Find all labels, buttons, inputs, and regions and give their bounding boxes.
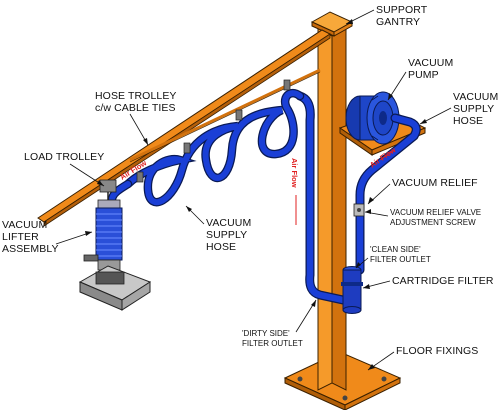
label-vacuum-relief-valve: VACUUM RELIEF VALVE ADJUSTMENT SCREW [364, 208, 481, 227]
svg-text:PUMP: PUMP [408, 69, 439, 81]
svg-text:HOSE: HOSE [453, 115, 483, 127]
svg-text:CARTRIDGE FILTER: CARTRIDGE FILTER [392, 275, 494, 287]
svg-text:Air Flow: Air Flow [290, 158, 299, 188]
svg-text:SUPPORT: SUPPORT [376, 4, 428, 16]
label-vacuum-lifter-assembly: VACUUM LIFTER ASSEMBLY [2, 219, 93, 255]
label-floor-fixings: FLOOR FIXINGS [367, 345, 478, 371]
label-vacuum-supply-hose-center: VACUUM SUPPLY HOSE [185, 205, 251, 253]
svg-text:'DIRTY SIDE': 'DIRTY SIDE' [242, 329, 290, 338]
svg-text:HOSE: HOSE [206, 241, 236, 253]
svg-text:'CLEAN SIDE': 'CLEAN SIDE' [370, 245, 421, 254]
svg-text:c/w CABLE TIES: c/w CABLE TIES [95, 102, 176, 114]
svg-text:SUPPLY: SUPPLY [453, 103, 494, 115]
label-vacuum-relief: VACUUM RELIEF [367, 177, 478, 205]
svg-text:VACUUM: VACUUM [206, 217, 251, 229]
label-vacuum-supply-hose-right: VACUUM SUPPLY HOSE [419, 91, 498, 127]
svg-text:FILTER OUTLET: FILTER OUTLET [370, 255, 431, 264]
vacuum-pump [345, 91, 400, 145]
svg-text:LOAD TROLLEY: LOAD TROLLEY [24, 151, 104, 163]
boom-arm [37, 29, 332, 227]
label-support-gantry: SUPPORT GANTRY [345, 4, 428, 28]
svg-text:GANTRY: GANTRY [376, 16, 420, 28]
air-flow-vertical: Air Flow [290, 158, 299, 188]
hose-trolleys [136, 79, 291, 183]
svg-text:LIFTER: LIFTER [2, 231, 39, 243]
label-clean-side: 'CLEAN SIDE' FILTER OUTLET [355, 245, 431, 269]
svg-text:VACUUM RELIEF VALVE: VACUUM RELIEF VALVE [390, 208, 481, 217]
svg-text:VACUUM: VACUUM [408, 57, 453, 69]
svg-text:SUPPLY: SUPPLY [206, 229, 247, 241]
svg-text:ASSEMBLY: ASSEMBLY [2, 243, 59, 255]
label-cartridge-filter: CARTRIDGE FILTER [362, 275, 494, 289]
load-trolley [99, 179, 117, 200]
svg-text:FLOOR FIXINGS: FLOOR FIXINGS [396, 345, 478, 357]
gantry-column [310, 11, 354, 391]
label-vacuum-pump: VACUUM PUMP [387, 57, 453, 101]
svg-text:HOSE TROLLEY: HOSE TROLLEY [95, 90, 177, 102]
cartridge-filter [341, 266, 363, 314]
label-load-trolley: LOAD TROLLEY [24, 151, 104, 187]
label-dirty-side: 'DIRTY SIDE' FILTER OUTLET [242, 299, 317, 348]
svg-text:FILTER OUTLET: FILTER OUTLET [242, 339, 303, 348]
label-hose-trolley: HOSE TROLLEY c/w CABLE TIES [95, 90, 177, 146]
vacuum-relief-valve [353, 203, 365, 217]
svg-text:ADJUSTMENT SCREW: ADJUSTMENT SCREW [390, 218, 476, 227]
svg-text:VACUUM: VACUUM [2, 219, 47, 231]
vacuum-hose [107, 88, 421, 305]
svg-text:VACUUM RELIEF: VACUUM RELIEF [392, 177, 478, 189]
svg-text:VACUUM: VACUUM [453, 91, 498, 103]
vacuum-lifter-assembly [78, 199, 152, 311]
